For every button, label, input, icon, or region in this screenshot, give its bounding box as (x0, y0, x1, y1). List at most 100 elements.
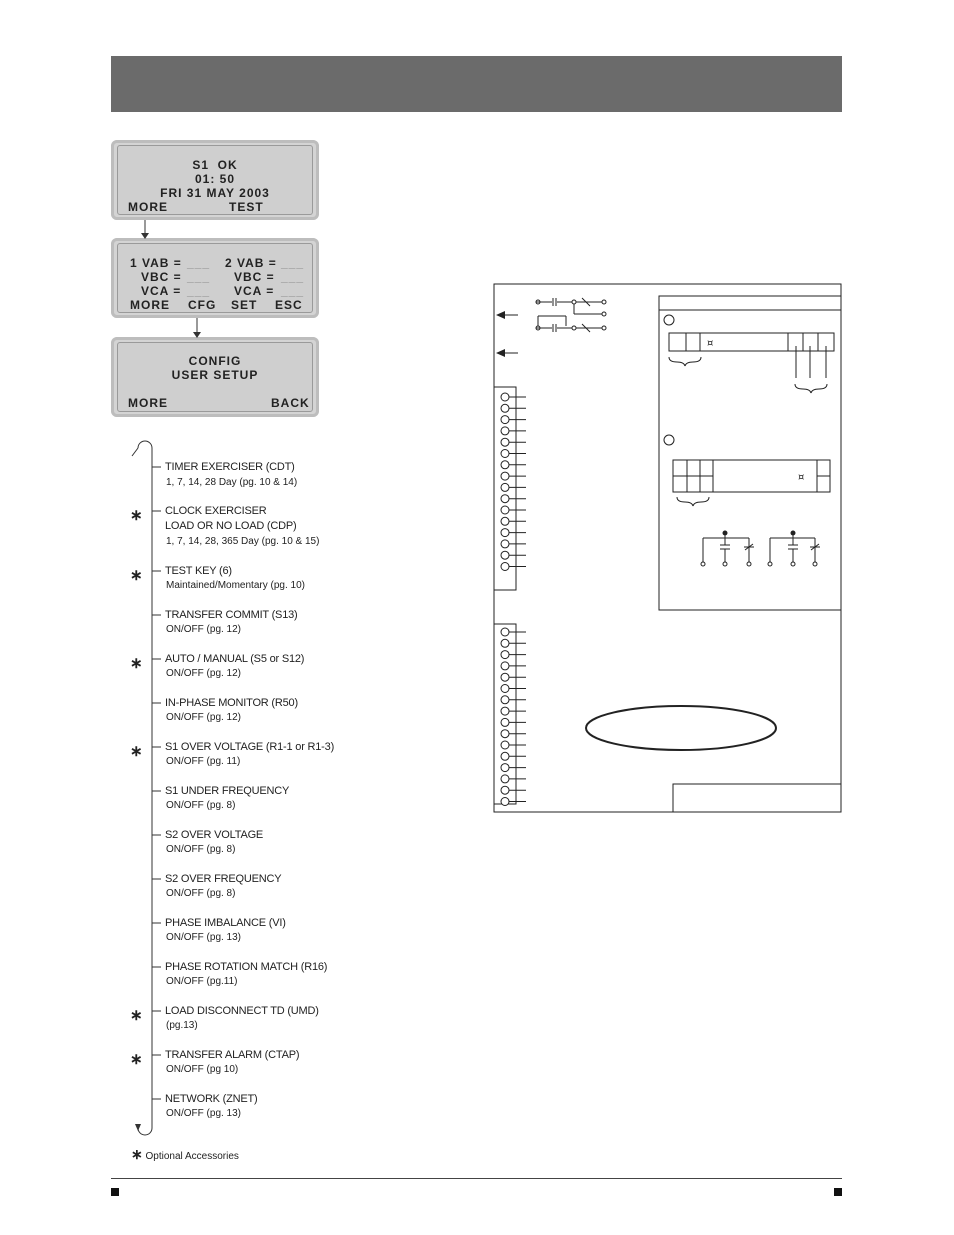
terminal-circle (500, 562, 510, 571)
terminal-circle (500, 426, 510, 436)
terminal-circle (500, 650, 510, 660)
status-line: S1 OK (192, 158, 238, 172)
menu-item-detail: Maintained/Momentary (pg. 10) (166, 580, 305, 591)
menu-item-detail: ON/OFF (pg. 8) (166, 888, 236, 899)
terminal-circle (500, 550, 510, 560)
menu-item-s1-under-frequency: S1 UNDER FREQUENCY (165, 785, 290, 797)
softkey-more[interactable]: MORE (130, 298, 170, 312)
menu-item-detail: ON/OFF (pg. 13) (166, 932, 242, 943)
optional-marker: ∗ (130, 1051, 143, 1068)
user-setup-line: USER SETUP (171, 368, 259, 382)
terminal-circle (500, 460, 510, 470)
terminal-circle (500, 505, 510, 515)
footnote: ∗ Optional Accessories (131, 1146, 239, 1163)
menu-item-transfer-commit: TRANSFER COMMIT (S13) (165, 609, 298, 621)
terminal-circle (500, 785, 510, 795)
menu-item-detail: (pg.13) (166, 1020, 198, 1031)
terminal-circle (500, 740, 510, 750)
terminal-circle (500, 751, 510, 761)
menu-item-s1-over-voltage: S1 OVER VOLTAGE (R1-1 or R1-3) (165, 741, 335, 753)
terminal-circle (500, 638, 510, 648)
terminal-circle (500, 729, 510, 739)
menu-item-s2-over-frequency: S2 OVER FREQUENCY (165, 873, 282, 885)
terminal-circle (500, 627, 510, 637)
optional-marker: ∗ (130, 567, 143, 584)
terminal-circle (500, 706, 510, 716)
terminal-circle (500, 528, 510, 538)
menu-item-auto-manual: AUTO / MANUAL (S5 or S12) (165, 653, 305, 665)
menu-item-transfer-alarm: TRANSFER ALARM (CTAP) (165, 1049, 300, 1061)
s1-vab-label: 1 VAB = (130, 256, 182, 270)
optional-marker: ∗ (131, 1146, 143, 1162)
s1-vab-value: ___ (187, 256, 211, 270)
menu-item-detail: ON/OFF (pg. 13) (166, 1108, 242, 1119)
terminal-circle (500, 695, 510, 705)
menu-item-timer-exerciser: TIMER EXERCISER (CDT) (165, 461, 295, 473)
menu-item-detail: ON/OFF (pg. 8) (166, 800, 236, 811)
s2-vbc-value: ___ (281, 270, 305, 284)
terminal-circle (500, 672, 510, 682)
s2-vab-label: 2 VAB = (225, 256, 277, 270)
footer-marker-left (111, 1188, 119, 1196)
menu-item-detail: ON/OFF (pg.11) (166, 976, 238, 987)
softkey-more[interactable]: MORE (128, 200, 168, 214)
optional-marker: ∗ (130, 1007, 143, 1024)
menu-item-in-phase-monitor: IN-PHASE MONITOR (R50) (165, 697, 298, 709)
menu-item-network: NETWORK (ZNET) (165, 1093, 258, 1105)
menu-item-phase-rotation-match: PHASE ROTATION MATCH (R16) (165, 961, 328, 973)
menu-item-detail: ON/OFF (pg. 12) (166, 712, 242, 723)
menu-item-phase-imbalance: PHASE IMBALANCE (VI) (165, 917, 286, 929)
terminal-circle (500, 797, 510, 806)
menu-item-detail: ON/OFF (pg. 8) (166, 844, 236, 855)
lcd-display: S1 OK 01: 50 FRI 31 MAY 2003 MORE TEST (117, 145, 313, 215)
terminal-circle (500, 661, 510, 671)
terminal-circle (500, 437, 510, 447)
menu-item-s2-over-voltage: S2 OVER VOLTAGE (165, 829, 264, 841)
softkey-set[interactable]: SET (231, 298, 258, 312)
battery-symbol-upper: ¤ (707, 338, 713, 349)
s2-vab-value: ___ (281, 256, 305, 270)
s1-vca-label: VCA = (141, 284, 182, 298)
terminal-circle (500, 471, 510, 481)
menu-item-clock-exerciser-sub: LOAD OR NO LOAD (CDP) (165, 520, 297, 532)
battery-symbol-lower: ¤ (798, 472, 804, 483)
s1-vca-value: ___ (187, 284, 211, 298)
menu-item-load-disconnect-td: LOAD DISCONNECT TD (UMD) (165, 1005, 319, 1017)
lcd-display: CONFIG USER SETUP MORE BACK (117, 342, 313, 412)
softkey-esc[interactable]: ESC (275, 298, 303, 312)
terminal-circle (500, 763, 510, 773)
terminal-circle (500, 717, 510, 727)
softkey-test[interactable]: TEST (229, 200, 264, 214)
terminal-circle (500, 449, 510, 458)
date-line: FRI 31 MAY 2003 (160, 186, 270, 200)
s2-vbc-label: VBC = (234, 270, 275, 284)
lcd-screen-voltages: 1 VAB = ___ 2 VAB = ___ VBC = ___ VBC = … (111, 238, 319, 318)
optional-marker: ∗ (130, 507, 143, 524)
footnote-text: Optional Accessories (145, 1151, 239, 1162)
menu-item-detail: ON/OFF (pg. 12) (166, 624, 242, 635)
softkey-back[interactable]: BACK (271, 396, 310, 410)
optional-marker: ∗ (130, 655, 143, 672)
lcd-display: 1 VAB = ___ 2 VAB = ___ VBC = ___ VBC = … (117, 243, 313, 313)
s2-vca-value: ___ (281, 284, 305, 298)
terminal-circle (500, 403, 510, 413)
menu-item-detail: ON/OFF (pg. 12) (166, 668, 242, 679)
s1-vbc-label: VBC = (141, 270, 182, 284)
softkey-more[interactable]: MORE (128, 396, 168, 410)
terminal-circle (500, 774, 510, 784)
menu-item-clock-exerciser: CLOCK EXERCISER (165, 505, 267, 517)
optional-marker: ∗ (130, 743, 143, 760)
menu-item-detail: ON/OFF (pg 10) (166, 1064, 239, 1075)
menu-item-detail: 1, 7, 14, 28 Day (pg. 10 & 14) (166, 477, 298, 488)
s1-vbc-value: ___ (187, 270, 211, 284)
menu-item-detail: ON/OFF (pg. 11) (166, 756, 241, 767)
softkey-cfg[interactable]: CFG (188, 298, 217, 312)
time-line: 01: 50 (194, 172, 236, 186)
terminal-circle (500, 392, 510, 402)
footer-rule (111, 1178, 842, 1179)
lcd-screen-config: CONFIG USER SETUP MORE BACK (111, 337, 319, 417)
config-line: CONFIG (188, 354, 242, 368)
terminal-circle (500, 482, 510, 492)
terminal-circle (500, 494, 510, 504)
header-bar (111, 56, 842, 112)
